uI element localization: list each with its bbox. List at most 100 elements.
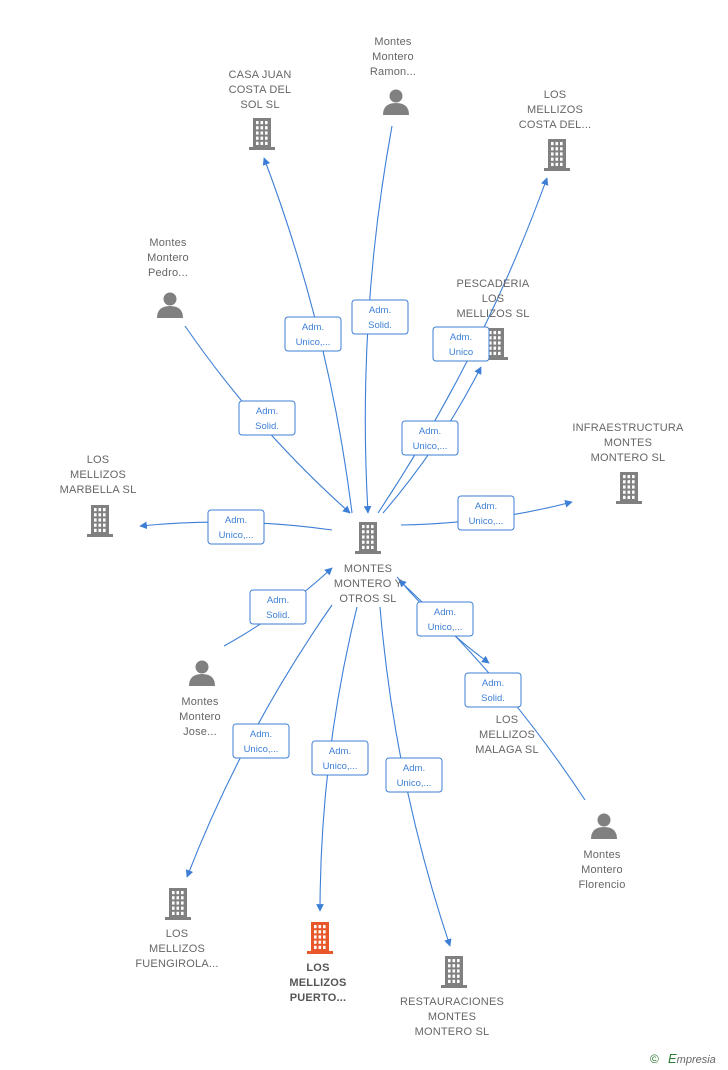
edge-label-text: Adm.: [450, 332, 472, 343]
edge-label-text: Unico,...: [469, 516, 504, 527]
node-label: MONTERO SL: [415, 1026, 490, 1038]
edge-label-center-infra[interactable]: Adm. Unico,...: [457, 495, 515, 531]
node-label: Montero: [179, 711, 221, 723]
edge-label-text: Adm.: [369, 305, 391, 316]
edge-label-ramon-center[interactable]: Adm.Solid.: [351, 299, 409, 335]
node-label: LOS: [496, 714, 519, 726]
edge-label-center-puerto[interactable]: Adm. Unico,...: [311, 740, 369, 776]
edge-label-box[interactable]: [464, 672, 522, 708]
edge-label-box[interactable]: [416, 601, 474, 637]
edge-label-box[interactable]: [207, 509, 265, 545]
node-label: RESTAURACIONES: [400, 996, 504, 1008]
copyright-symbol: ©: [650, 1052, 659, 1066]
node-label: Montero: [147, 252, 189, 264]
footer-brand[interactable]: © Empresia: [650, 1051, 716, 1066]
node-label: Pedro...: [148, 267, 188, 279]
node-label: LOS: [87, 454, 110, 466]
node-label: LOS: [306, 962, 329, 974]
node-puerto[interactable]: LOS MELLIZOS PUERTO...: [289, 922, 346, 1004]
edge-label-text: Adm.: [482, 678, 504, 689]
node-label: PESCADERIA: [457, 278, 530, 290]
edge-label-center-pescaderia[interactable]: Adm. Unico,...: [401, 420, 459, 456]
edge-label-text: Solid.: [481, 693, 505, 704]
building-icon: [616, 472, 642, 504]
edge-label-box[interactable]: [284, 316, 342, 352]
edge-label-pedro-center[interactable]: Adm.Solid.: [238, 400, 296, 436]
node-label: SOL SL: [240, 99, 279, 111]
edge-label-text: Unico,...: [244, 744, 279, 755]
edge-label-text: Adm.: [419, 426, 441, 437]
edge-label-text: Adm.: [250, 729, 272, 740]
edge-label-center-costa[interactable]: Adm.Unico: [432, 326, 490, 362]
node-label: MONTERO SL: [591, 452, 666, 464]
edge-label-text: Unico,...: [413, 441, 448, 452]
node-label: MONTERO Y: [334, 578, 403, 590]
edge-label-box[interactable]: [432, 326, 490, 362]
edge-label-text: Adm.: [475, 501, 497, 512]
edge-label-text: Solid.: [266, 610, 290, 621]
node-label: Florencio: [578, 879, 625, 891]
edge-label-text: Adm.: [403, 763, 425, 774]
node-label: Montes: [583, 849, 621, 861]
node-label: LOS: [544, 89, 567, 101]
edge-label-box[interactable]: [249, 589, 307, 625]
node-center[interactable]: MONTES MONTERO Y OTROS SL: [334, 522, 403, 605]
node-label: MONTES: [344, 563, 392, 575]
edge-label-box[interactable]: [401, 420, 459, 456]
node-ramon[interactable]: MontesMonteroRamon...: [370, 36, 416, 115]
building-icon: [307, 922, 333, 954]
edge-label-center-marbella[interactable]: Adm.Unico,...: [207, 509, 265, 545]
edge-label-text: Adm.: [267, 595, 289, 606]
node-label: MELLIZOS: [149, 943, 205, 955]
node-label: MONTES: [604, 437, 652, 449]
edge-label-box[interactable]: [311, 740, 369, 776]
nodes-layer: MONTES MONTERO Y OTROS SL CASA JUAN COSTA DE…: [60, 36, 684, 1038]
edge-label-text: Solid.: [255, 421, 279, 432]
node-restauraciones[interactable]: RESTAURACIONES MONTES MONTERO SL: [400, 956, 504, 1038]
edge-label-center-restauraciones[interactable]: Adm.Unico,...: [385, 757, 443, 793]
edge-label-center-casa[interactable]: Adm.Unico,...: [284, 316, 342, 352]
node-label: CASA JUAN: [229, 69, 292, 81]
node-jose[interactable]: MontesMonteroJose...: [179, 660, 221, 739]
node-label: OTROS SL: [339, 593, 396, 605]
edge-label-box[interactable]: [385, 757, 443, 793]
building-icon: [441, 956, 467, 988]
edge-label-box[interactable]: [238, 400, 296, 436]
edge-label-text: Adm.: [434, 607, 456, 618]
node-casa[interactable]: CASA JUAN COSTA DEL SOL SL: [229, 69, 292, 150]
node-label: PUERTO...: [290, 992, 347, 1004]
node-pedro[interactable]: MontesMonteroPedro...: [147, 237, 189, 318]
brand-initial: E: [668, 1051, 677, 1066]
node-label: MELLIZOS: [289, 977, 346, 989]
edge-label-box[interactable]: [232, 723, 290, 759]
brand-name: mpresia: [677, 1054, 716, 1066]
edge-label-center-fuengirola[interactable]: Adm. Unico,...: [232, 723, 290, 759]
person-icon: [157, 292, 183, 318]
edge-label-jose-center[interactable]: Adm. Solid.: [249, 589, 307, 625]
building-icon: [249, 118, 275, 150]
node-label: MALAGA SL: [475, 744, 539, 756]
person-icon: [383, 89, 409, 115]
edge-label-center-malaga[interactable]: Adm.Unico,...: [416, 601, 474, 637]
edge-label-text: Adm.: [329, 746, 351, 757]
edge-label-box[interactable]: [457, 495, 515, 531]
edge-label-box[interactable]: [351, 299, 409, 335]
building-icon: [87, 505, 113, 537]
node-label: Montes: [374, 36, 412, 48]
node-label: Montero: [581, 864, 623, 876]
edge-labels-layer: Adm.Unico,...Adm.Solid.Adm.UnicoAdm.Soli…: [207, 299, 522, 793]
node-label: COSTA DEL...: [519, 119, 592, 131]
node-label: COSTA DEL: [229, 84, 292, 96]
edge-label-florencio-center[interactable]: Adm. Solid.: [464, 672, 522, 708]
building-icon: [482, 328, 508, 360]
node-label: MONTES: [428, 1011, 476, 1023]
building-icon: [355, 522, 381, 554]
node-fuengirola[interactable]: LOSMELLIZOSFUENGIROLA...: [135, 888, 218, 970]
edge-label-text: Unico,...: [323, 761, 358, 772]
edge-label-text: Adm.: [225, 515, 247, 526]
